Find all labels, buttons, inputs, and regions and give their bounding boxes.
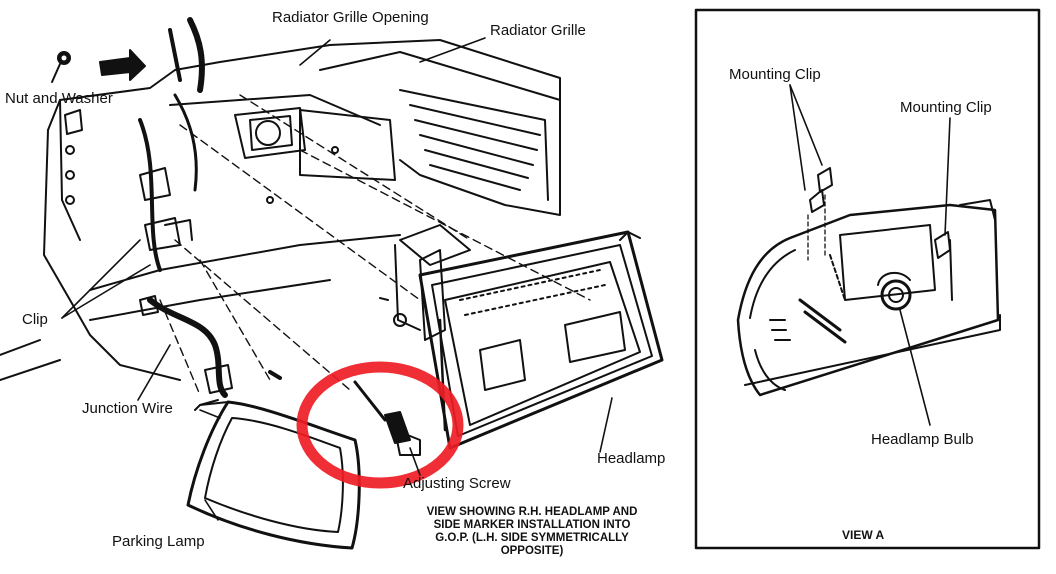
label-radiator-grille: Radiator Grille [490, 22, 586, 39]
view-a-frame [694, 8, 1041, 550]
label-headlamp-bulb: Headlamp Bulb [871, 431, 974, 448]
label-clip: Clip [22, 311, 48, 328]
radiator-support-panel [0, 39, 561, 381]
caption-line-3: G.O.P. (L.H. SIDE SYMMETRICALLY [435, 531, 629, 544]
wiring-harness [138, 93, 233, 398]
label-headlamp: Headlamp [597, 450, 666, 467]
view-a-drawing [736, 167, 1001, 397]
diagram-caption: VIEW SHOWING R.H. HEADLAMP AND SIDE MARK… [384, 506, 680, 558]
nut-and-washer-part [51, 51, 71, 83]
label-parking-lamp: Parking Lamp [112, 533, 205, 550]
upper-connector-assembly [168, 17, 306, 159]
caption-line-1: VIEW SHOWING R.H. HEADLAMP AND [426, 506, 638, 518]
label-mounting-clip-right: Mounting Clip [900, 99, 992, 116]
alignment-guides [159, 94, 591, 396]
label-nut-and-washer: Nut and Washer [5, 90, 113, 107]
label-adjusting-screw: Adjusting Screw [403, 475, 511, 492]
view-a-leader-lines [789, 84, 951, 426]
caption-line-4: OPPOSITE) [500, 544, 564, 557]
label-junction-wire: Junction Wire [82, 400, 173, 417]
caption-line-2: SIDE MARKER INSTALLATION INTO [433, 518, 631, 531]
view-a-title: VIEW A [842, 528, 885, 542]
headlamp-assembly [379, 224, 664, 450]
label-mounting-clip-left: Mounting Clip [729, 66, 821, 83]
adjusting-screw-part [268, 370, 421, 456]
leader-lines [61, 37, 613, 521]
direction-arrow-icon [99, 49, 146, 81]
label-radiator-grille-opening: Radiator Grille Opening [272, 9, 429, 26]
highlight-circle [296, 361, 464, 489]
